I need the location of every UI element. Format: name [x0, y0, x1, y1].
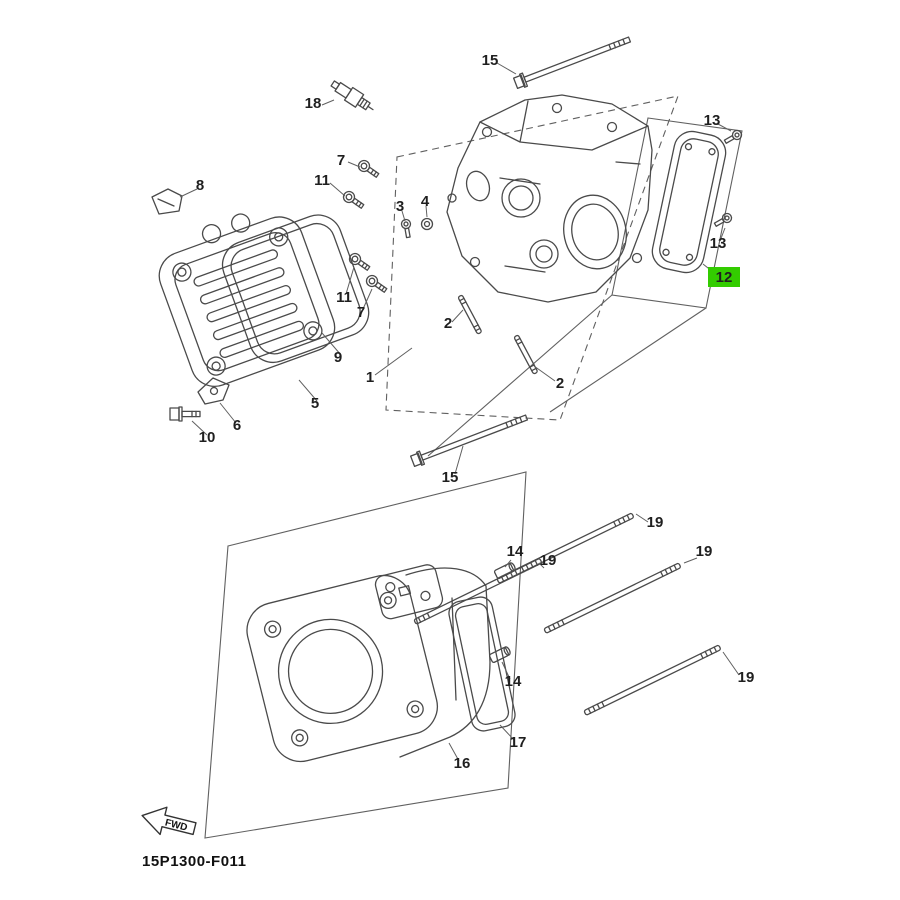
stud-2-drawing [513, 334, 539, 375]
cylinder-gasket-drawing [448, 596, 516, 732]
callout-17[interactable]: 17 [510, 734, 527, 751]
cylinder-drawing [246, 564, 491, 763]
washer-4-drawing [420, 217, 434, 231]
bracket-6-drawing [197, 377, 230, 405]
callout-7-upper[interactable]: 7 [337, 152, 345, 169]
callout-19-a[interactable]: 19 [647, 514, 664, 531]
callout-11-upper[interactable]: 11 [314, 172, 330, 189]
callout-14-upper[interactable]: 14 [507, 543, 524, 560]
callout-8[interactable]: 8 [196, 177, 204, 194]
dowel-pin-14-drawing [488, 645, 512, 664]
callout-9[interactable]: 9 [334, 349, 342, 366]
cylinder-head-drawing [446, 94, 653, 303]
callout-2-left[interactable]: 2 [444, 315, 452, 332]
cylinder-group-box [204, 471, 527, 839]
callout-5[interactable]: 5 [311, 395, 319, 412]
callout-1[interactable]: 1 [366, 369, 374, 386]
callout-14-lower[interactable]: 14 [505, 673, 522, 690]
head-assembly-dashed-box [385, 95, 679, 421]
group-connector-line [549, 307, 707, 413]
head-gasket-12-drawing [651, 130, 727, 274]
callout-leader-lines [179, 62, 740, 762]
callout-6[interactable]: 6 [233, 417, 241, 434]
stud-2-drawing [457, 294, 483, 335]
callout-10[interactable]: 10 [199, 429, 216, 446]
fwd-label: FWD [164, 817, 189, 833]
callout-11-lower[interactable]: 11 [336, 289, 352, 306]
callout-19-c[interactable]: 19 [696, 543, 713, 560]
callout-12-selected[interactable]: 12 [708, 267, 740, 287]
fwd-indicator: FWD [141, 806, 197, 836]
spark-plug-drawing [330, 80, 374, 111]
diagram-code: 15P1300-F011 [142, 853, 246, 870]
callout-15-bottom[interactable]: 15 [442, 469, 459, 486]
callout-15-top[interactable]: 15 [482, 52, 499, 69]
callout-18[interactable]: 18 [305, 95, 322, 112]
stud-19-drawing [543, 562, 682, 634]
bolt-15-drawing [512, 32, 633, 91]
head-cover-drawing [158, 213, 336, 387]
callout-4[interactable]: 4 [421, 193, 430, 210]
callout-2-right[interactable]: 2 [556, 375, 564, 392]
callout-19-b[interactable]: 19 [540, 552, 557, 569]
bracket-8-drawing [151, 188, 183, 215]
callout-13-upper[interactable]: 13 [704, 112, 721, 129]
callout-3[interactable]: 3 [396, 198, 404, 215]
fwd-arrow-icon [141, 806, 197, 836]
screw-13-drawing [722, 128, 744, 147]
bolt-11-drawing [346, 250, 373, 274]
bolt-10-drawing [169, 406, 201, 422]
bolt-7-drawing [363, 272, 390, 296]
callout-16[interactable]: 16 [454, 755, 471, 772]
callout-13-lower[interactable]: 13 [710, 235, 727, 252]
bolt-11-drawing [340, 188, 367, 212]
stud-19-drawing [583, 644, 722, 716]
callout-7-lower[interactable]: 7 [357, 304, 365, 321]
callout-19-d[interactable]: 19 [738, 669, 755, 686]
group-connector-line [427, 294, 613, 457]
callout-12[interactable]: 12 [716, 269, 733, 286]
callout-12-highlight [708, 267, 740, 287]
bolt-7-drawing [355, 157, 382, 181]
bolt-3-drawing [400, 218, 414, 239]
